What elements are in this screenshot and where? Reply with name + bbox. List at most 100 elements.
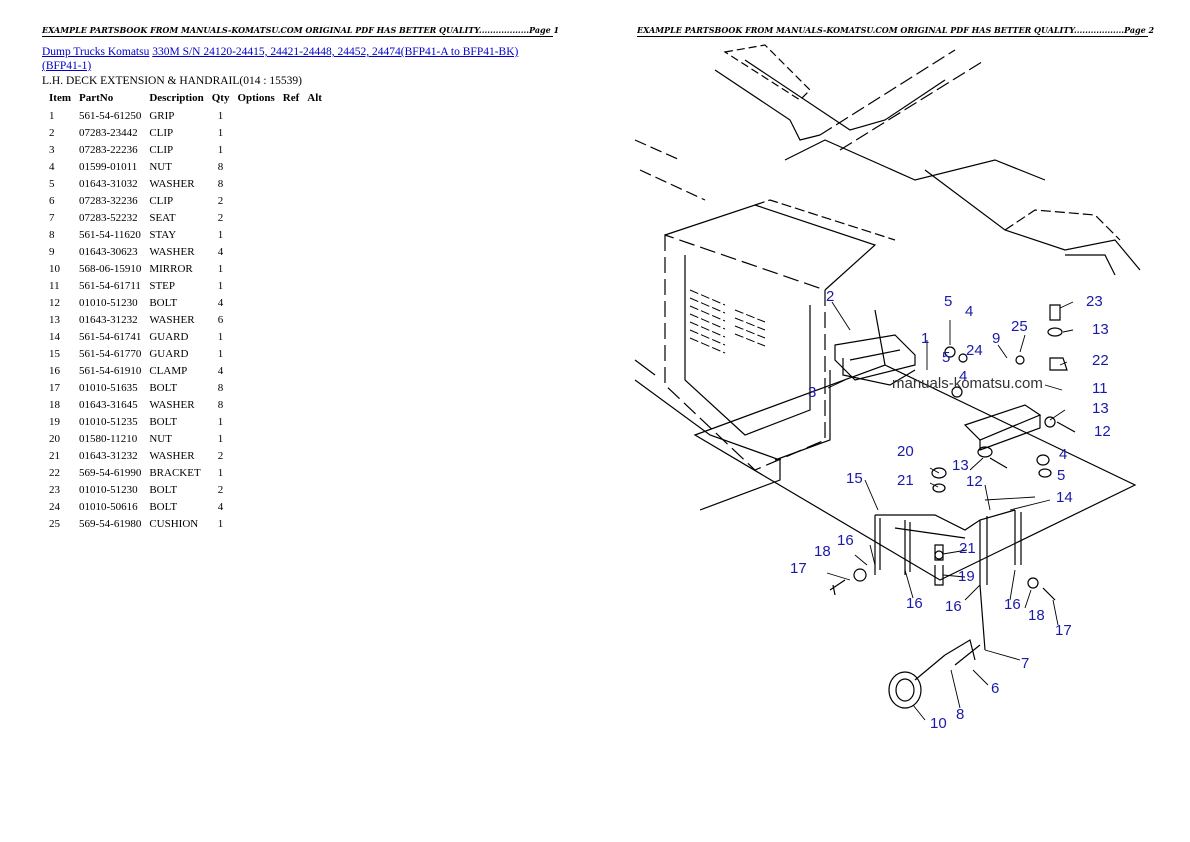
- watermark: manuals-komatsu.com: [892, 375, 1043, 392]
- cell-empty: [279, 124, 304, 141]
- cell-empty: [303, 311, 326, 328]
- cell-empty: [303, 498, 326, 515]
- callout-label: 12: [1094, 423, 1111, 440]
- cell-empty: [279, 413, 304, 430]
- cell-item: 2: [49, 126, 55, 139]
- callout-label: 21: [959, 540, 976, 557]
- cell-empty: [303, 192, 326, 209]
- cell-description: CUSHION: [149, 517, 199, 530]
- col-header-qty: Qty: [211, 92, 230, 104]
- cell-qty: 1: [217, 330, 224, 343]
- page-header: EXAMPLE PARTSBOOK FROM MANUALS-KOMATSU.C…: [42, 25, 560, 37]
- cell-description: MIRROR: [149, 262, 193, 275]
- cell-empty: [303, 294, 326, 311]
- cell-empty: [233, 192, 278, 209]
- cell-empty: [233, 396, 278, 413]
- cell-empty: [233, 124, 278, 141]
- cell-partno: 07283-52232: [79, 211, 138, 224]
- cell-partno: 01010-50616: [79, 500, 138, 513]
- cell-empty: [279, 141, 304, 158]
- callout-label: 14: [1056, 489, 1073, 506]
- cell-empty: [279, 209, 304, 226]
- callout-label: 22: [1092, 352, 1109, 369]
- cell-qty: 1: [217, 228, 224, 241]
- cell-qty: 2: [217, 449, 224, 462]
- callout-label: 6: [991, 680, 999, 697]
- cell-empty: [233, 447, 278, 464]
- cell-empty: [279, 328, 304, 345]
- parts-table: Item PartNo Description Qty Options Ref …: [45, 91, 326, 532]
- callout-label: 11: [1092, 380, 1108, 397]
- cell-qty: 1: [217, 279, 224, 292]
- cell-qty: 2: [217, 194, 224, 207]
- cell-item: 15: [49, 347, 60, 360]
- cell-item: 19: [49, 415, 60, 428]
- cell-empty: [303, 158, 326, 175]
- cell-empty: [279, 226, 304, 243]
- cell-description: NUT: [149, 432, 172, 445]
- cell-empty: [303, 481, 326, 498]
- callout-label: 17: [1055, 622, 1072, 639]
- cell-description: WASHER: [149, 177, 195, 190]
- cell-item: 16: [49, 364, 60, 377]
- cell-item: 11: [49, 279, 60, 292]
- cell-description: STEP: [149, 279, 176, 292]
- cell-item: 24: [49, 500, 60, 513]
- cell-item: 23: [49, 483, 60, 496]
- cell-partno: 01643-30623: [79, 245, 138, 258]
- cell-item: 9: [49, 245, 55, 258]
- breadcrumb-link-model[interactable]: 330M S/N 24120-24415, 24421-24448, 24452…: [42, 46, 519, 72]
- cell-empty: [279, 345, 304, 362]
- callout-label: 16: [945, 598, 962, 615]
- cell-partno: 561-54-61711: [79, 279, 141, 292]
- cell-empty: [279, 447, 304, 464]
- cell-item: 10: [49, 262, 60, 275]
- cell-empty: [233, 328, 278, 345]
- callout-label: 9: [992, 330, 1000, 347]
- callout-label: 24: [966, 342, 983, 359]
- cell-empty: [233, 209, 278, 226]
- cell-empty: [303, 464, 326, 481]
- cell-empty: [233, 515, 278, 532]
- callout-label: 17: [790, 560, 807, 577]
- cell-item: 14: [49, 330, 60, 343]
- cell-description: BRACKET: [149, 466, 201, 479]
- cell-item: 3: [49, 143, 55, 156]
- breadcrumb-link-dump-trucks[interactable]: Dump Trucks Komatsu: [42, 46, 150, 58]
- breadcrumb: Dump Trucks Komatsu 330M S/N 24120-24415…: [42, 45, 542, 73]
- cell-description: BOLT: [149, 483, 178, 496]
- cell-partno: 569-54-61980: [79, 517, 142, 530]
- cell-empty: [233, 158, 278, 175]
- cell-empty: [303, 413, 326, 430]
- cell-partno: 01643-31645: [79, 398, 138, 411]
- cell-description: BOLT: [149, 500, 178, 513]
- cell-empty: [233, 277, 278, 294]
- cell-empty: [303, 328, 326, 345]
- cell-item: 1: [49, 109, 55, 122]
- exploded-parts-diagram: 1 2 3 4 5 5 4 4 5 6 7 8 9 10 11 12 12 13…: [634, 44, 1141, 732]
- callout-label: 23: [1086, 293, 1103, 310]
- cell-description: STAY: [149, 228, 177, 241]
- cell-item: 4: [49, 160, 55, 173]
- cell-description: SEAT: [149, 211, 176, 224]
- callout-label: 13: [1092, 321, 1109, 338]
- cell-item: 21: [49, 449, 60, 462]
- callout-label: 8: [956, 706, 964, 723]
- cell-empty: [279, 396, 304, 413]
- cell-description: CLIP: [149, 194, 174, 207]
- cell-partno: 07283-32236: [79, 194, 138, 207]
- callout-label: 16: [1004, 596, 1021, 613]
- cell-description: BOLT: [149, 415, 178, 428]
- cell-item: 20: [49, 432, 60, 445]
- cell-partno: 561-54-61910: [79, 364, 142, 377]
- cell-partno: 07283-23442: [79, 126, 138, 139]
- cell-empty: [303, 396, 326, 413]
- cell-empty: [233, 362, 278, 379]
